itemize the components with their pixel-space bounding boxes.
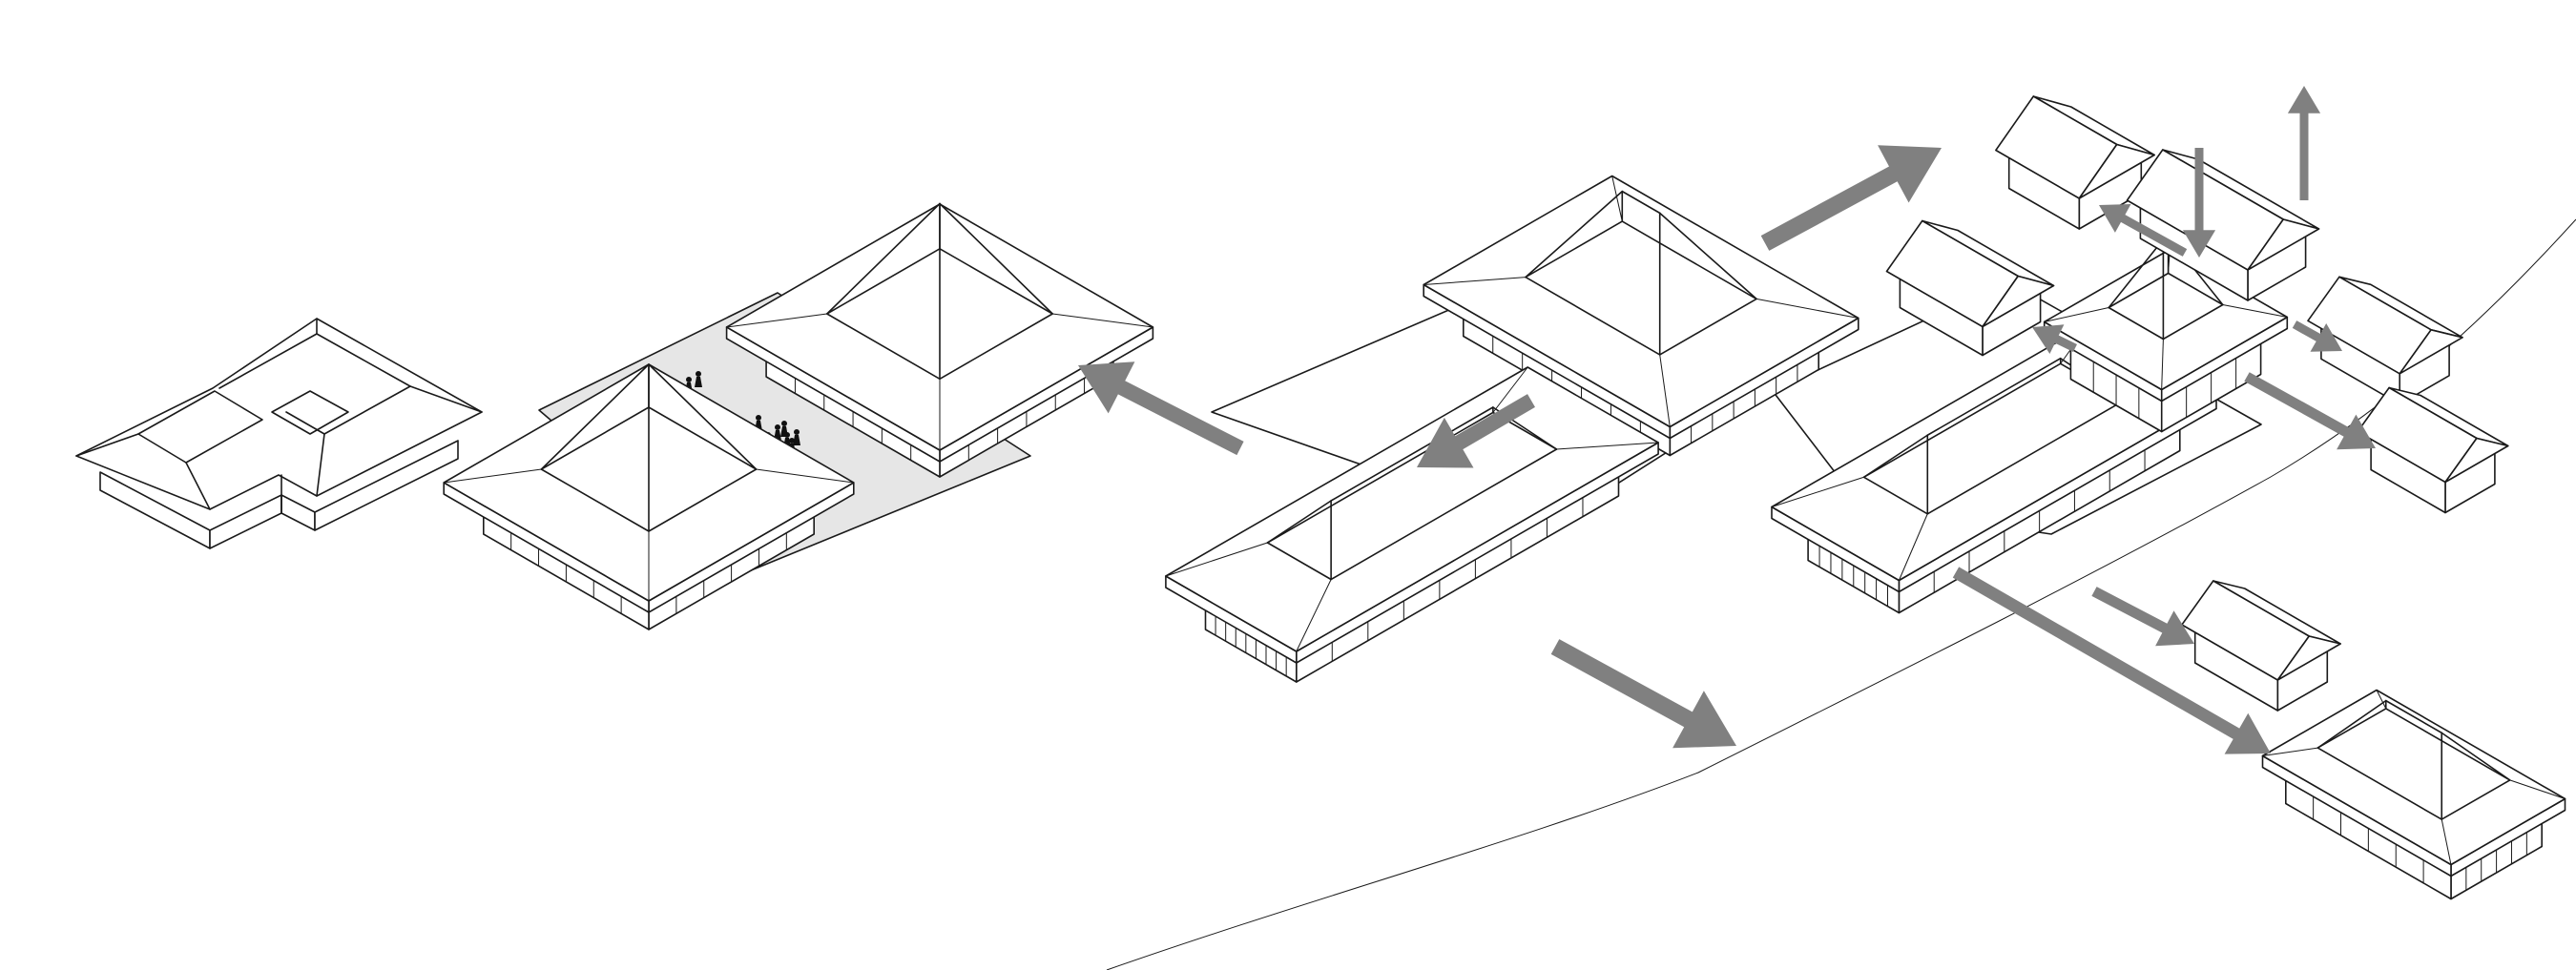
arrow-cluster-down xyxy=(2182,148,2216,258)
arrow-to-stage-two xyxy=(1078,361,1244,456)
arrow-stage-three-southeast xyxy=(1550,639,1736,749)
arrow-cluster-up-right xyxy=(2287,86,2321,200)
arrow-stage-three-northeast xyxy=(1760,145,1942,251)
arrow-cluster-far-east xyxy=(2244,372,2376,450)
house-cluster-left xyxy=(1885,219,2055,357)
arrow-cluster-long-south xyxy=(1952,567,2271,754)
person-figure xyxy=(793,429,800,445)
pavilion-three-back xyxy=(1423,175,1859,457)
person-figure xyxy=(780,421,788,437)
person-figure xyxy=(695,371,702,387)
house-cluster-far-right xyxy=(2357,386,2509,514)
pavilion-plaza-back xyxy=(725,202,1154,478)
stage-courtyard-block xyxy=(75,318,483,549)
courtyard-building xyxy=(75,318,483,549)
pavilion-three-long xyxy=(1165,366,1659,683)
arrow-cluster-northwest xyxy=(2099,204,2188,257)
arrow-cluster-east xyxy=(2292,320,2342,352)
house-cluster-top xyxy=(1995,95,2155,230)
arrow-stage-three-inward xyxy=(1417,394,1535,468)
house-cluster-right xyxy=(2307,276,2463,405)
arrow-cluster-west xyxy=(2032,324,2077,354)
pavilion-plaza-front xyxy=(443,363,855,630)
arrow-cluster-south xyxy=(2091,587,2194,647)
house-cluster-mid xyxy=(2181,580,2341,712)
pavilion-cluster-bottom xyxy=(2261,689,2566,900)
